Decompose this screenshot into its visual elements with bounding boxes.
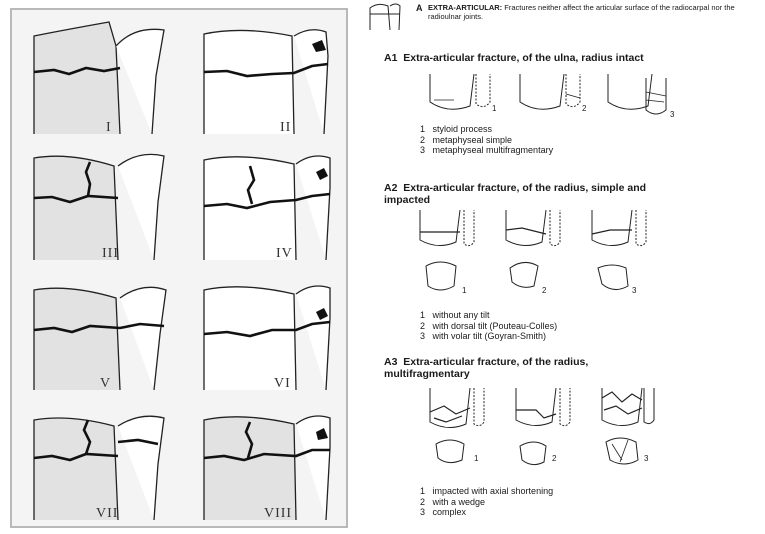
wrist-drawing <box>24 402 179 520</box>
frykman-label-viii: VIII <box>264 506 292 522</box>
a2-item-2: with dorsal tilt (Pouteau-Colles) <box>433 321 558 331</box>
wrist-drawing <box>192 272 347 390</box>
wrist-drawing <box>24 16 179 134</box>
a1-item-3: metaphyseal multifragmentary <box>433 145 554 155</box>
wrist-icon <box>366 0 402 37</box>
a2-item-1: without any tilt <box>433 310 490 320</box>
wrist-drawing <box>192 16 347 134</box>
wrist-drawing <box>192 142 347 260</box>
section-a3-text: Extra-articular fracture, of the radius,… <box>384 356 588 380</box>
a1-fig-2 <box>520 74 580 109</box>
wrist-drawing <box>192 402 347 520</box>
section-a3-title: A3 Extra-articular fracture, of the radi… <box>384 356 654 380</box>
frykman-label-v: V <box>100 376 111 392</box>
section-a1-text: Extra-articular fracture, of the ulna, r… <box>403 52 643 64</box>
a1-item-2: metaphyseal simple <box>433 135 513 145</box>
a2-fig-2 <box>506 210 560 287</box>
a3-figures: 1 2 3 <box>416 388 676 475</box>
ao-classification-panel: A EXTRA-ARTICULAR: Fractures neither aff… <box>360 0 765 534</box>
a2-fig-1-number: 1 <box>462 286 466 295</box>
a2-item-3: with volar tilt (Goyran-Smith) <box>433 331 547 341</box>
frykman-type-i-figure <box>24 16 179 134</box>
a3-item-1: impacted with axial shortening <box>433 486 554 496</box>
wrist-drawing <box>24 272 179 390</box>
section-a3-code: A3 <box>384 356 397 368</box>
a2-legend: 1 without any tilt 2 with dorsal tilt (P… <box>420 310 557 342</box>
a1-figures: 1 2 3 <box>424 70 674 127</box>
section-a1-code: A1 <box>384 52 397 64</box>
frykman-label-vii: VII <box>96 506 118 522</box>
frykman-type-vi-figure <box>192 272 347 390</box>
a1-fig-1-number: 1 <box>492 104 496 113</box>
a2-fig-3-number: 3 <box>632 286 636 295</box>
a2-fig-1 <box>420 210 474 290</box>
a1-fig-1 <box>430 74 490 109</box>
frykman-classification-panel: I II III IV <box>10 8 348 528</box>
a3-fig-3-number: 3 <box>644 454 648 463</box>
a2-fig-3 <box>592 210 646 290</box>
a2-figures: 1 2 3 <box>406 210 666 305</box>
a3-fig-2 <box>516 388 570 465</box>
frykman-label-iii: III <box>102 246 119 262</box>
frykman-type-iii-figure <box>24 142 179 260</box>
a3-legend: 1 impacted with axial shortening 2 with … <box>420 486 553 518</box>
frykman-label-iv: IV <box>276 246 293 262</box>
a3-fig-3 <box>602 388 654 464</box>
a1-item-1: styloid process <box>433 124 493 134</box>
frykman-label-i: I <box>106 120 112 136</box>
frykman-type-iv-figure <box>192 142 347 260</box>
a2-fig-2-number: 2 <box>542 286 546 295</box>
wrist-drawing <box>24 142 179 260</box>
a1-fig-3-number: 3 <box>670 110 674 119</box>
section-a2-text: Extra-articular fracture, of the radius,… <box>384 182 646 206</box>
frykman-type-viii-figure <box>192 402 347 520</box>
frykman-type-ii-figure <box>192 16 347 134</box>
a1-fig-3 <box>608 74 666 114</box>
frykman-label-vi: VI <box>274 376 291 392</box>
ao-intro: EXTRA-ARTICULAR: Fractures neither affec… <box>428 3 754 21</box>
section-a1-title: A1 Extra-articular fracture, of the ulna… <box>384 52 644 64</box>
ao-intro-title: EXTRA-ARTICULAR: <box>428 3 502 12</box>
a3-fig-1-number: 1 <box>474 454 478 463</box>
a3-item-2: with a wedge <box>433 497 486 507</box>
a3-item-3: complex <box>433 507 467 517</box>
frykman-type-v-figure <box>24 272 179 390</box>
a3-fig-2-number: 2 <box>552 454 556 463</box>
section-a2-code: A2 <box>384 182 397 194</box>
a1-legend: 1 styloid process 2 metaphyseal simple 3… <box>420 124 553 156</box>
frykman-type-vii-figure <box>24 402 179 520</box>
a3-fig-1 <box>430 388 484 463</box>
frykman-label-ii: II <box>280 120 291 136</box>
section-a2-title: A2 Extra-articular fracture, of the radi… <box>384 182 654 206</box>
a1-fig-2-number: 2 <box>582 104 586 113</box>
ao-type-letter: A <box>416 3 423 13</box>
